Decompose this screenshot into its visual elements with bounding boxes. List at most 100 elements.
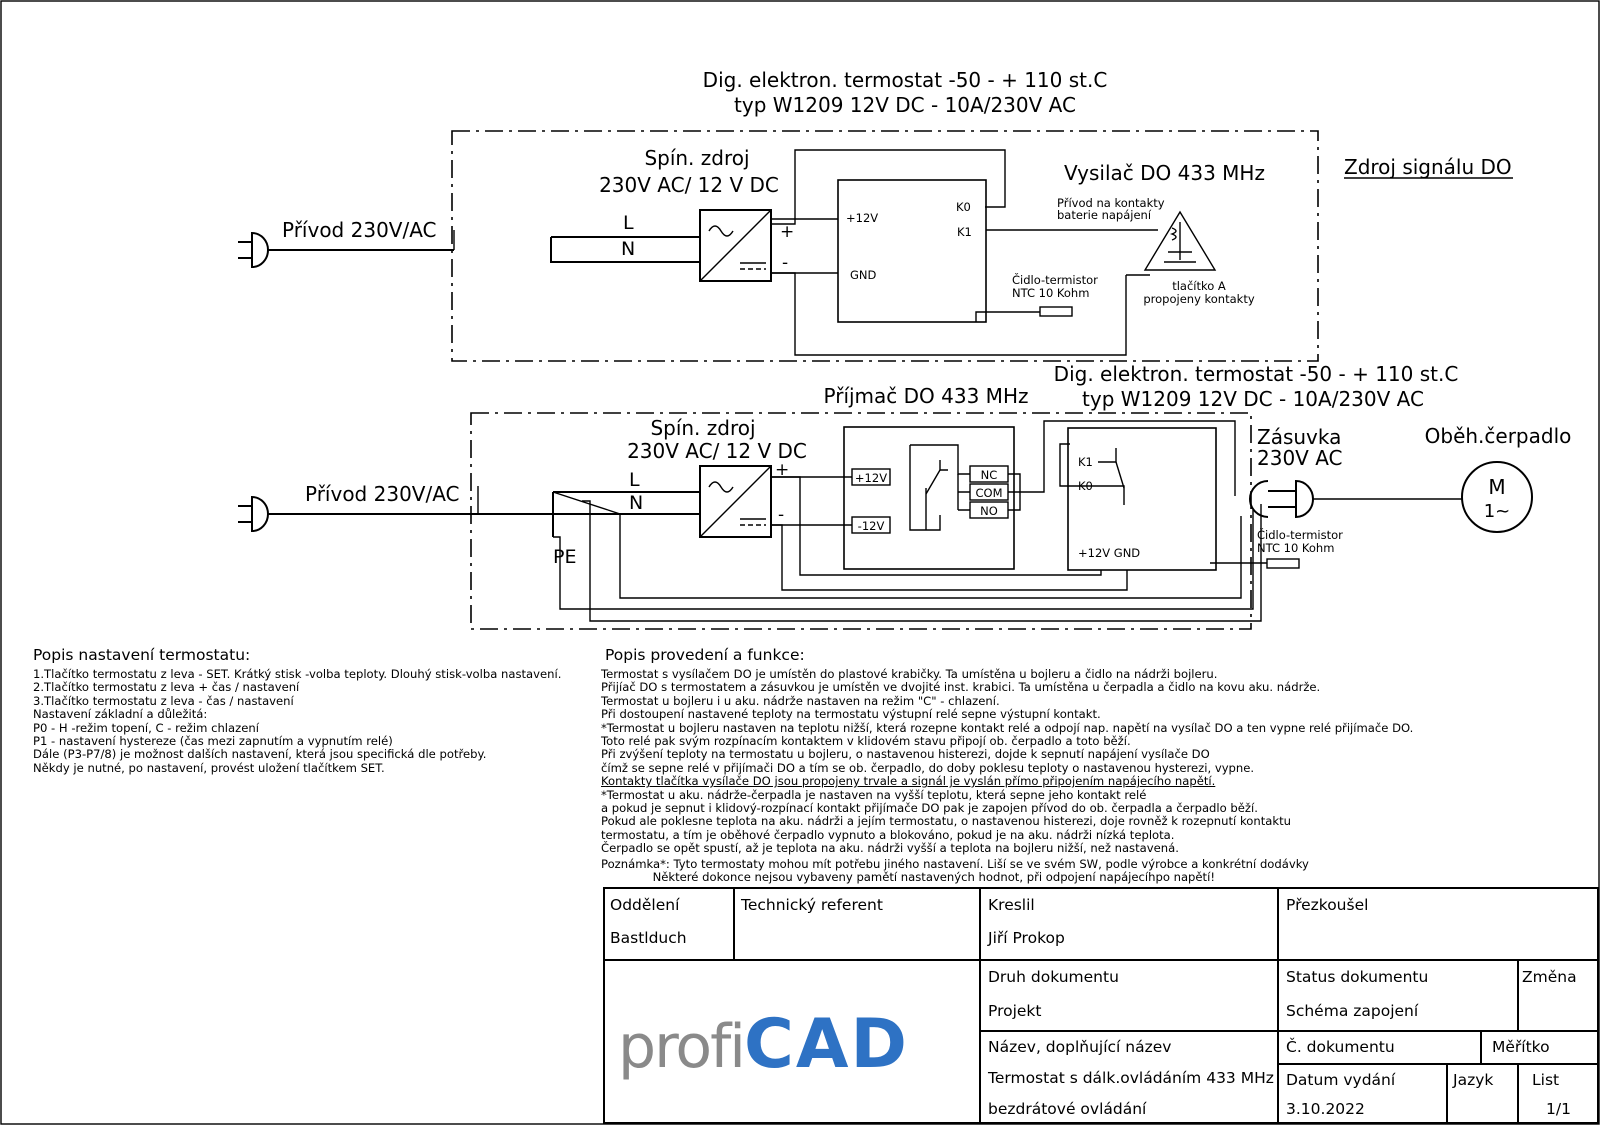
tb-sheet-value: 1/1	[1546, 1100, 1571, 1118]
tb-doc-no-label: Č. dokumentu	[1286, 1038, 1395, 1056]
tb-name-label: Název, doplňující název	[988, 1038, 1172, 1056]
bottom-psu-label-2: 230V AC/ 12 V DC	[627, 439, 807, 463]
tb-department-value: Bastlduch	[610, 929, 687, 947]
settings-line: P1 - nastavení hystereze (čas mezi zapnu…	[33, 734, 393, 749]
receiver-pin-m12-box	[851, 516, 891, 534]
top-psu-plus: +	[780, 222, 794, 242]
motor-m: M	[1488, 475, 1505, 499]
settings-line: Nastavení základní a důležitá:	[33, 707, 208, 722]
description-line: Toto relé pak svým rozpínacím kontaktem …	[601, 734, 1131, 749]
tb-doc-status-value: Schéma zapojení	[1286, 1002, 1419, 1020]
motor-phase: 1~	[1484, 501, 1511, 522]
top-thermostat-module	[837, 179, 987, 323]
bottom-sensor-label-2: NTC 10 Kohm	[1257, 541, 1334, 555]
receiver-relay-contact-icon	[909, 444, 970, 531]
logo-part-profi: profi	[618, 1012, 746, 1082]
description-line: Při dostoupení nastavené teploty na term…	[601, 707, 1101, 722]
socket-label-1: Zásuvka	[1257, 425, 1341, 449]
receiver-pin-nc: NC	[981, 468, 998, 482]
receiver-module	[843, 426, 1015, 570]
socket-label-2: 230V AC	[1257, 446, 1343, 470]
bottom-enclosure	[470, 412, 1252, 630]
title-block-grid	[603, 887, 1599, 1124]
socket-icon	[1249, 480, 1286, 518]
receiver-pin-com: COM	[975, 486, 1002, 500]
tb-issue-date-value: 3.10.2022	[1286, 1100, 1365, 1118]
bottom-thermostat-module	[1067, 427, 1217, 571]
bottom-psu-minus: -	[778, 505, 784, 525]
top-sensor-label-2: NTC 10 Kohm	[1012, 286, 1089, 300]
bottom-pin-k1: K1	[1078, 455, 1093, 469]
top-plug-icon	[238, 231, 269, 269]
bottom-line-n: N	[629, 492, 643, 514]
receiver-pin-m12: -12V	[858, 519, 885, 533]
bottom-plug-icon	[238, 495, 269, 533]
bottom-thermostat-relay-icon	[1098, 448, 1125, 505]
description-line: Termostat s vysílačem DO je umístěn do p…	[601, 667, 1218, 681]
description-heading: Popis provedení a funkce:	[605, 646, 805, 664]
tb-sheet-label: List	[1532, 1071, 1560, 1089]
receiver-label: Příjmač DO 433 MHz	[824, 384, 1029, 408]
description-line: *Termostat u aku. nádrže-čerpadla je nas…	[601, 787, 1147, 802]
tb-drawn-value: Jiří Prokop	[988, 929, 1065, 947]
tb-checked-label: Přezkoušel	[1286, 896, 1369, 914]
receiver-pin-no: NO	[980, 504, 998, 518]
logo-part-cad: CAD	[743, 1005, 909, 1084]
pump-label: Oběh.čerpadlo	[1425, 424, 1572, 448]
settings-line: Dále (P3-P7/8) je možnost dalších nastav…	[33, 747, 487, 762]
top-psu-label-1: Spín. zdroj	[644, 146, 749, 170]
bottom-pe-label: PE	[553, 546, 576, 568]
bottom-title-2: typ W1209 12V DC - 10A/230V AC	[1082, 387, 1424, 411]
description-line: Čerpadlo se opět spustí, až je teplota n…	[601, 841, 1179, 856]
top-enclosure	[451, 130, 1319, 362]
description-line: Poznámka*: Tyto termostaty mohou mít pot…	[601, 856, 1309, 871]
top-pin-gnd: GND	[850, 268, 877, 282]
transmitter-note-2: baterie napájení	[1057, 208, 1152, 222]
description-line: čímž se sepne relé v přijímači DO a tím …	[601, 760, 1255, 775]
tb-scale-label: Měřítko	[1492, 1038, 1550, 1056]
top-ntc-sensor-icon	[1039, 306, 1073, 317]
top-psu-minus: -	[782, 253, 788, 273]
tb-name-value-1: Termostat s dálk.ovládáním 433 MHz	[988, 1069, 1274, 1087]
settings-line: 1.Tlačítko termostatu z leva - SET. Krát…	[33, 667, 562, 681]
bottom-pin-12v-gnd: +12V GND	[1078, 546, 1140, 560]
proficad-logo: profiCAD	[618, 1005, 909, 1084]
tb-drawn-label: Kreslil	[988, 896, 1035, 914]
tb-issue-date-label: Datum vydání	[1286, 1071, 1396, 1089]
transmitter-label: Vysilač DO 433 MHz	[1064, 161, 1265, 185]
receiver-pin-p12-box	[851, 468, 891, 486]
description-notes: Popis provedení a funkce: Termostat s vy…	[601, 646, 1413, 885]
tb-doc-status-label: Status dokumentu	[1286, 968, 1429, 986]
top-supply-label: Přívod 230V/AC	[282, 218, 437, 242]
tb-name-value-2: bezdrátové ovládání	[988, 1100, 1147, 1118]
tb-tech-ref-label: Technický referent	[741, 896, 883, 914]
transmitter-button-icon	[1143, 210, 1217, 271]
button-label-2: propojeny kontakty	[1143, 292, 1254, 306]
settings-line: P0 - H -režim topení, C - režim chlazení	[33, 720, 259, 735]
description-line: Kontakty tlačítka vysílače DO jsou propo…	[601, 774, 1216, 789]
top-pin-12v: +12V	[846, 211, 878, 225]
bottom-psu-label-1: Spín. zdroj	[650, 416, 755, 440]
top-title-2: typ W1209 12V DC - 10A/230V AC	[734, 93, 1076, 117]
description-line: Přijíač DO s termostatem a zásuvkou je u…	[601, 680, 1321, 695]
button-label-1: tlačítko A	[1172, 279, 1226, 293]
pump-motor-icon	[1461, 461, 1533, 533]
bottom-supply-label: Přívod 230V/AC	[305, 482, 460, 506]
settings-line: 2.Tlačítko termostatu z leva + čas / nas…	[33, 680, 300, 695]
description-line: a pokud je sepnut i klidový-rozpínací ko…	[601, 801, 1258, 816]
tb-doc-type-label: Druh dokumentu	[988, 968, 1119, 986]
settings-line: 3.Tlačítko termostatu z leva - čas / nas…	[33, 693, 294, 708]
top-line-n: N	[621, 238, 635, 260]
receiver-pin-p12: +12V	[855, 471, 887, 485]
top-title-1: Dig. elektron. termostat -50 - + 110 st.…	[703, 68, 1108, 92]
top-psu-symbol	[699, 209, 772, 282]
description-line: Některé dokonce nejsou vybaveny pamětí n…	[601, 870, 1215, 885]
top-psu-label-2: 230V AC/ 12 V DC	[599, 173, 779, 197]
bottom-line-l: L	[629, 469, 640, 491]
settings-heading: Popis nastavení termostatu:	[33, 646, 251, 664]
description-line: Pokud ale poklesne teplota na aku. nádrž…	[601, 814, 1291, 829]
description-line: termostatu, a tím je oběhové čerpadlo vy…	[601, 827, 1175, 842]
bottom-title-1: Dig. elektron. termostat -50 - + 110 st.…	[1054, 362, 1459, 386]
bottom-psu-symbol	[699, 465, 772, 538]
